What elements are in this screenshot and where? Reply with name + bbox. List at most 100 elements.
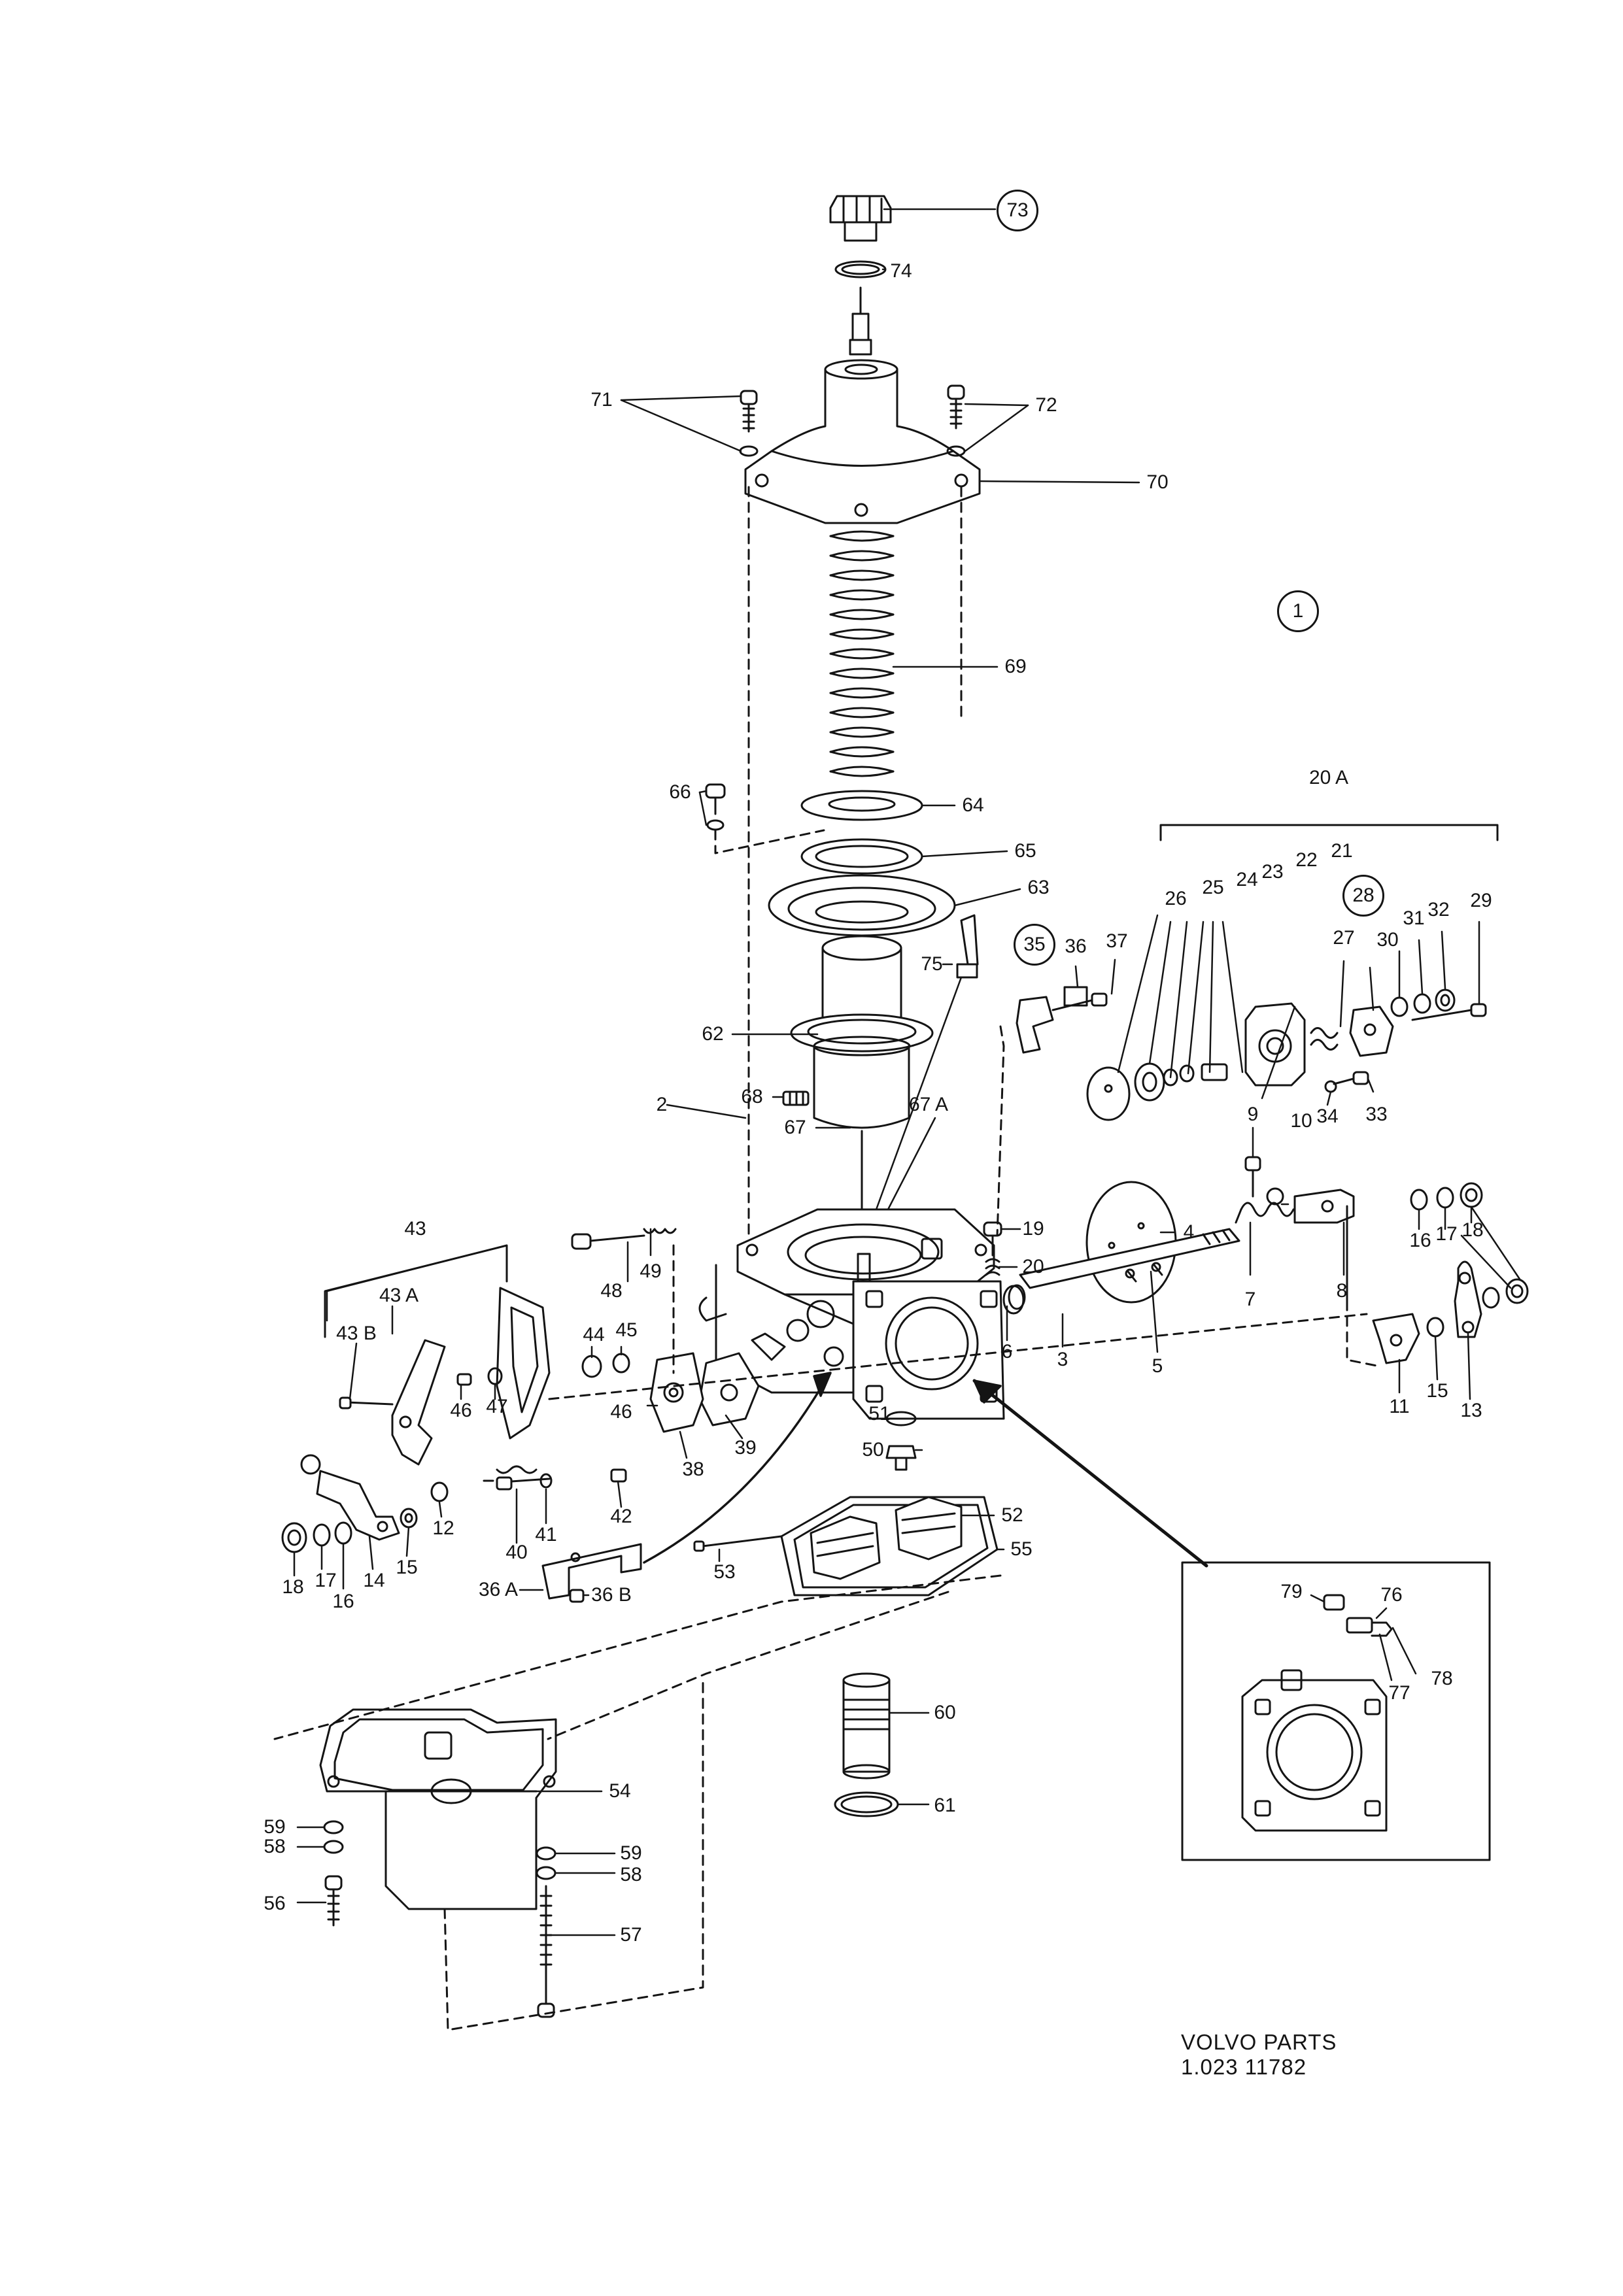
part-53-pin: [693, 1535, 783, 1552]
label-16-right: 16: [1409, 1230, 1431, 1251]
label-79: 79: [1280, 1581, 1303, 1602]
part-40-screw: [496, 1476, 551, 1491]
detail-inset: [1181, 1561, 1491, 1861]
assembly-arrows: [643, 1372, 1208, 1568]
label-19: 19: [1022, 1218, 1044, 1240]
part-59-58-57-right: [536, 1846, 556, 2018]
label-76: 76: [1380, 1584, 1403, 1606]
label-43: 43: [404, 1218, 426, 1240]
label-67A: 67 A: [908, 1094, 949, 1115]
label-74: 74: [890, 260, 912, 282]
part-43B-screw: [339, 1396, 394, 1410]
label-12: 12: [432, 1517, 454, 1539]
label-33: 33: [1365, 1104, 1388, 1125]
label-58-right: 58: [620, 1864, 642, 1885]
catalog-number: 1.023 11782: [1181, 2054, 1307, 2079]
label-45: 45: [615, 1319, 638, 1341]
label-48: 48: [600, 1280, 623, 1302]
label-6: 6: [1001, 1341, 1013, 1362]
label-20: 20: [1022, 1256, 1044, 1277]
label-9: 9: [1247, 1104, 1259, 1125]
label-23: 23: [1261, 861, 1284, 883]
part-60-jet: [842, 1672, 891, 1780]
label-59-right: 59: [620, 1842, 642, 1864]
label-77: 77: [1388, 1682, 1410, 1704]
label-39: 39: [734, 1437, 757, 1459]
label-65: 65: [1014, 840, 1036, 862]
part-16-17-18-left: [281, 1521, 352, 1553]
part-4-throttle-disc: [1085, 1181, 1177, 1304]
part-36B-screw: [569, 1589, 585, 1603]
part-42-spring: [483, 1465, 627, 1483]
label-67: 67: [784, 1117, 806, 1138]
label-75: 75: [921, 953, 943, 975]
part-21-housing: [1244, 1002, 1306, 1087]
part-71-screw: [739, 390, 759, 457]
part-35-bracket: [1016, 996, 1054, 1054]
part-75-fitting: [956, 914, 979, 979]
label-55: 55: [1010, 1538, 1033, 1560]
group-bracket-43: [324, 1244, 508, 1338]
label-34: 34: [1316, 1106, 1339, 1127]
label-15-left: 15: [396, 1557, 418, 1578]
part-41-washer: [539, 1473, 553, 1489]
label-15-right: 15: [1426, 1380, 1448, 1402]
label-51: 51: [868, 1403, 891, 1425]
part-59-58-56-left: [323, 1820, 344, 1927]
part-20-spring: [985, 1258, 1000, 1276]
part-43-linkage: [391, 1287, 551, 1466]
part-10-washer: [1266, 1187, 1284, 1206]
part-61-oring: [834, 1791, 899, 1817]
part-72-screw: [946, 384, 966, 457]
label-27: 27: [1333, 927, 1355, 949]
label-36A: 36 A: [478, 1579, 519, 1600]
label-40: 40: [505, 1542, 528, 1563]
label-52: 52: [1001, 1504, 1023, 1526]
part-26-disc: [1086, 1066, 1131, 1121]
label-5: 5: [1152, 1355, 1163, 1377]
part-68-screw: [782, 1090, 810, 1106]
label-24: 24: [1236, 869, 1258, 890]
part-74-oring: [834, 260, 887, 279]
part-15-washer-right: [1426, 1317, 1444, 1338]
part-33-34: [1324, 1071, 1369, 1093]
label-31: 31: [1403, 907, 1425, 929]
label-64: 64: [962, 794, 984, 816]
label-46-b: 46: [610, 1401, 632, 1423]
label-16-left: 16: [332, 1591, 354, 1612]
label-36: 36: [1065, 936, 1087, 957]
label-8: 8: [1336, 1280, 1348, 1302]
part-24-23-22: [1163, 1063, 1228, 1087]
part-66-screw: [705, 783, 726, 831]
label-2: 2: [656, 1094, 668, 1115]
label-11: 11: [1389, 1396, 1410, 1417]
part-44-45-47-46: [456, 1353, 630, 1386]
label-49: 49: [640, 1260, 662, 1282]
label-78: 78: [1431, 1668, 1453, 1689]
label-54: 54: [609, 1780, 631, 1802]
label-28: 28: [1342, 875, 1384, 917]
part-29-screw: [1411, 1003, 1487, 1021]
label-3: 3: [1057, 1349, 1068, 1370]
label-56: 56: [264, 1893, 286, 1914]
label-22: 22: [1295, 849, 1318, 871]
label-17-right: 17: [1435, 1223, 1458, 1245]
part-9-screw: [1244, 1156, 1261, 1198]
part-needle-valve: [849, 286, 872, 356]
part-70-top-cover: [744, 359, 981, 524]
part-65-ring: [800, 838, 923, 875]
label-60: 60: [934, 1702, 956, 1723]
part-48-49-screw-spring: [571, 1228, 677, 1250]
part-8-lever: [1293, 1189, 1355, 1302]
part-73-cap: [829, 195, 892, 242]
label-66: 66: [669, 781, 691, 803]
part-69-spring: [829, 530, 895, 777]
label-29: 29: [1470, 890, 1492, 911]
label-63: 63: [1027, 877, 1050, 898]
label-30: 30: [1376, 929, 1399, 951]
part-63-diaphragm: [768, 874, 956, 937]
part-25-washer: [1134, 1062, 1165, 1102]
label-20A: 20 A: [1308, 767, 1349, 788]
label-59-left: 59: [264, 1816, 286, 1838]
label-47: 47: [486, 1396, 508, 1417]
